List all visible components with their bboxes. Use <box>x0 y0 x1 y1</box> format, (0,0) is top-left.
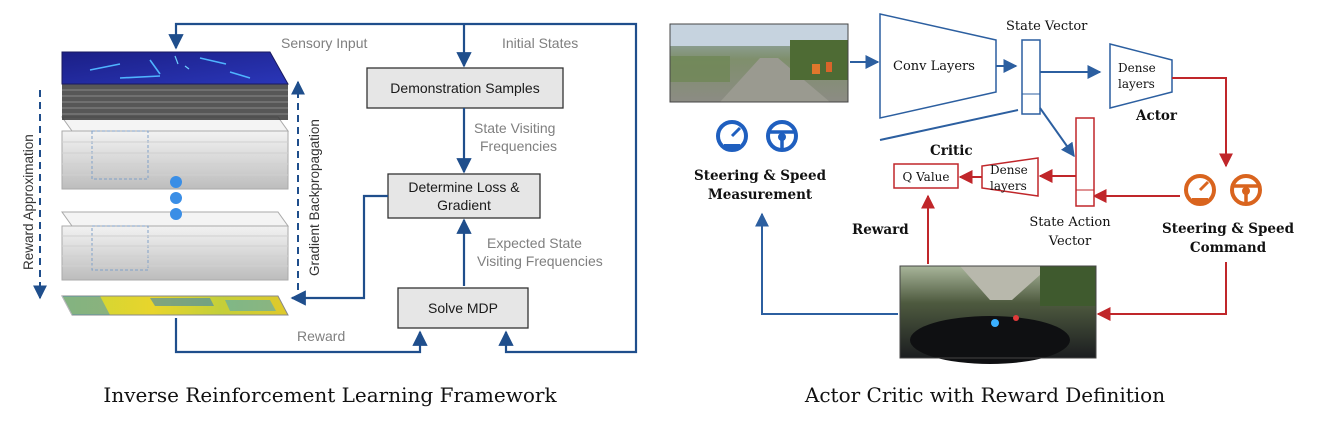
state-vector-bar <box>1021 39 1041 115</box>
network-layer-stack <box>61 51 289 316</box>
expected-state-label: Expected State <box>487 235 582 251</box>
speedometer-icon <box>1184 174 1216 206</box>
sensory-input-label: Sensory Input <box>281 35 367 51</box>
gradient-backprop-label: Gradient Backpropagation <box>307 119 322 276</box>
initial-states-label: Initial States <box>502 35 578 51</box>
initial-states-return-line <box>498 330 638 354</box>
ellipsis-dot <box>170 176 182 188</box>
cockpit-camera-image <box>899 265 1097 364</box>
q-value-box <box>893 163 959 189</box>
hidden-layer-slab-lower <box>61 211 289 281</box>
q-value-label: Q Value <box>902 170 949 184</box>
critic-dense-block <box>981 157 1039 197</box>
state-action-label-2: Vector <box>1048 234 1092 249</box>
actor-output-line <box>1172 77 1233 168</box>
steering-measurement-label: Steering & Speed <box>694 168 827 184</box>
conv-layers-label: Conv Layers <box>893 59 975 74</box>
determine-loss-label-2: Gradient <box>437 197 491 213</box>
car-to-measurement-line <box>755 212 898 315</box>
state-action-vector-bar <box>1075 117 1095 207</box>
demonstration-samples-box <box>366 67 564 109</box>
right-caption: Actor Critic with Reward Definition <box>804 383 1165 407</box>
solve-mdp-label: Solve MDP <box>428 300 498 316</box>
reward-label-right: Reward <box>852 222 909 238</box>
steering-wheel-icon <box>1230 174 1262 206</box>
sensory-input-line <box>168 22 638 338</box>
actor-dense-label-2: layers <box>1118 77 1155 91</box>
reward-label-left: Reward <box>297 328 345 344</box>
critic-dense-label-2: layers <box>990 179 1027 193</box>
state-action-label: State Action <box>1029 215 1111 230</box>
gradient-to-network-line <box>290 194 388 306</box>
steering-command-label: Steering & Speed <box>1162 221 1295 237</box>
expected-state-label-2: Visiting Frequencies <box>477 253 603 269</box>
front-camera-image <box>669 23 849 103</box>
steering-measurement-label-2: Measurement <box>708 187 813 203</box>
reward-line <box>174 318 428 354</box>
critic-label: Critic <box>930 143 973 159</box>
state-vector-label: State Vector <box>1006 19 1088 34</box>
actor-dense-label: Dense <box>1118 61 1156 75</box>
speedometer-icon <box>716 120 748 152</box>
actor-label: Actor <box>1135 108 1178 124</box>
conv-layers-block <box>879 13 997 119</box>
irl-framework-diagram: Reward Approximation Gradient Backpropag… <box>21 22 638 407</box>
actor-critic-diagram: Conv Layers State Vector Dense layers Ac… <box>669 13 1295 407</box>
ellipsis-dot <box>170 192 182 204</box>
determine-loss-label: Determine Loss & <box>408 179 520 195</box>
demonstration-samples-label: Demonstration Samples <box>390 80 539 96</box>
steering-command-label-2: Command <box>1190 240 1267 256</box>
command-to-car-line <box>1096 262 1227 321</box>
ellipsis-dot <box>170 208 182 220</box>
sensory-input-map <box>61 51 289 120</box>
state-visiting-label-2: Frequencies <box>480 138 557 154</box>
solve-mdp-box <box>397 287 529 329</box>
actor-dense-block <box>1109 43 1173 109</box>
steering-wheel-icon <box>766 120 798 152</box>
determine-loss-box <box>387 173 541 219</box>
state-visiting-label: State Visiting <box>474 120 555 136</box>
critic-dense-label: Dense <box>990 163 1028 177</box>
reward-approximation-label: Reward Approximation <box>21 134 36 270</box>
left-caption: Inverse Reinforcement Learning Framework <box>103 383 557 407</box>
